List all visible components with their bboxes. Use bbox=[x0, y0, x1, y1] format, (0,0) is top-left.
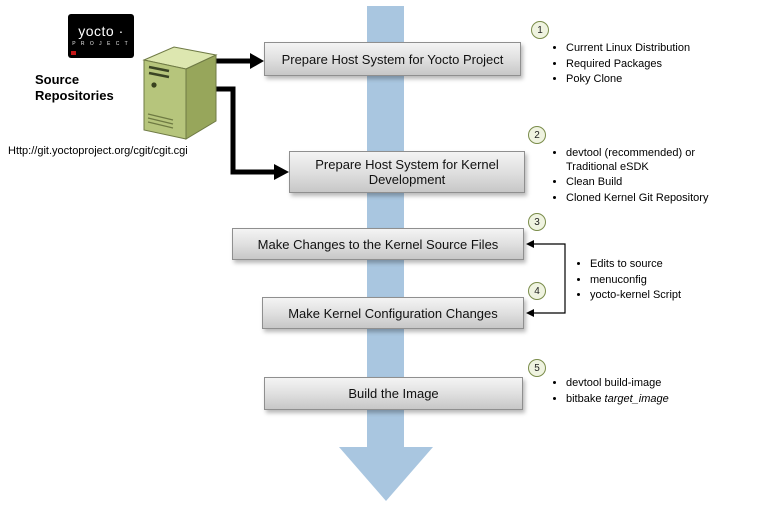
bullet-item: Current Linux Distribution bbox=[566, 42, 758, 56]
step-badge-3: 3 bbox=[528, 213, 546, 231]
connector-arrow-host-to-yocto bbox=[214, 53, 264, 69]
step-5-label: Build the Image bbox=[348, 386, 439, 401]
logo-accent-mark bbox=[71, 51, 76, 55]
bullet-item: Poky Clone bbox=[566, 73, 758, 87]
step-5-bullets: devtool build-image bitbake target_image bbox=[553, 375, 748, 408]
step-3-label: Make Changes to the Kernel Source Files bbox=[257, 236, 499, 252]
bullet-cmd-arg: target_image bbox=[604, 392, 669, 405]
step-box-3: Make Changes to the Kernel Source Files bbox=[232, 228, 524, 260]
yocto-logo-subtext: P R O J E C T bbox=[72, 41, 130, 47]
yocto-logo-text: yocto · bbox=[78, 23, 124, 39]
bullet-item: bitbake target_image bbox=[566, 393, 748, 407]
source-repositories-label: Source Repositories bbox=[35, 72, 114, 103]
steps-3-4-bullets: Edits to source menuconfig yocto-kernel … bbox=[577, 256, 742, 305]
source-repo-url: Http://git.yoctoproject.org/cgit/cgit.cg… bbox=[8, 145, 188, 157]
bullet-item: Edits to source bbox=[590, 258, 742, 272]
bullet-cmd-prefix: bitbake bbox=[566, 392, 605, 405]
bracket-connector-steps-3-4 bbox=[526, 240, 566, 317]
step-badge-4: 4 bbox=[528, 282, 546, 300]
bullet-item: devtool (recommended) or Traditional eSD… bbox=[566, 147, 715, 174]
step-4-label: Make Kernel Configuration Changes bbox=[288, 305, 498, 321]
step-box-2: Prepare Host System for Kernel Developme… bbox=[289, 151, 525, 193]
yocto-logo: yocto · P R O J E C T bbox=[68, 14, 134, 58]
bullet-item: Cloned Kernel Git Repository bbox=[566, 192, 715, 206]
step-1-label: Prepare Host System for Yocto Project bbox=[281, 51, 504, 67]
server-icon bbox=[142, 46, 218, 140]
bullet-item: Clean Build bbox=[566, 176, 715, 190]
step-badge-2: 2 bbox=[528, 126, 546, 144]
bullet-item: menuconfig bbox=[590, 274, 742, 288]
connector-arrow-host-to-kernel bbox=[214, 86, 289, 180]
bullet-item: devtool build-image bbox=[566, 377, 748, 391]
step-2-bullets: devtool (recommended) or Traditional eSD… bbox=[553, 145, 715, 207]
step-2-label: Prepare Host System for Kernel Developme… bbox=[315, 157, 499, 187]
step-badge-5: 5 bbox=[528, 359, 546, 377]
step-badge-1: 1 bbox=[531, 21, 549, 39]
step-box-5: Build the Image bbox=[264, 377, 523, 410]
step-box-4: Make Kernel Configuration Changes bbox=[262, 297, 524, 329]
bullet-item: yocto-kernel Script bbox=[590, 289, 742, 303]
step-box-1: Prepare Host System for Yocto Project bbox=[264, 42, 521, 76]
step-1-bullets: Current Linux Distribution Required Pack… bbox=[553, 40, 758, 89]
bullet-item: Required Packages bbox=[566, 58, 758, 72]
